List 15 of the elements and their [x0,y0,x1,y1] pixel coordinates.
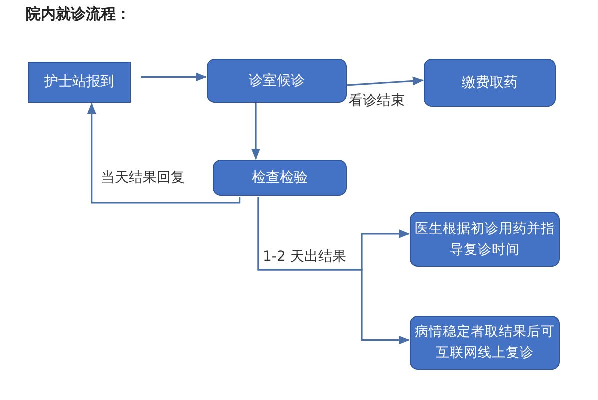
process-box: 医生根据初诊用药并指导复诊时间 [410,212,560,267]
edge-label: 当天结果回复 [100,170,186,186]
process-box: 病情稳定者取结果后可互联网线上复诊 [410,316,560,370]
process-box: 诊室候诊 [207,59,347,103]
arrow [141,72,208,82]
process-box: 护士站报到 [28,62,131,103]
arrow [258,197,410,345]
arrow [252,103,260,160]
process-box: 缴费取药 [424,59,556,107]
process-box: 检查检验 [213,160,347,196]
edge-label: 1-2 天出结果 [262,249,348,265]
edge-label: 看诊结束 [348,93,406,109]
arrow [346,76,424,86]
arrow [87,102,241,204]
diagram-title: 院内就诊流程： [26,5,131,24]
